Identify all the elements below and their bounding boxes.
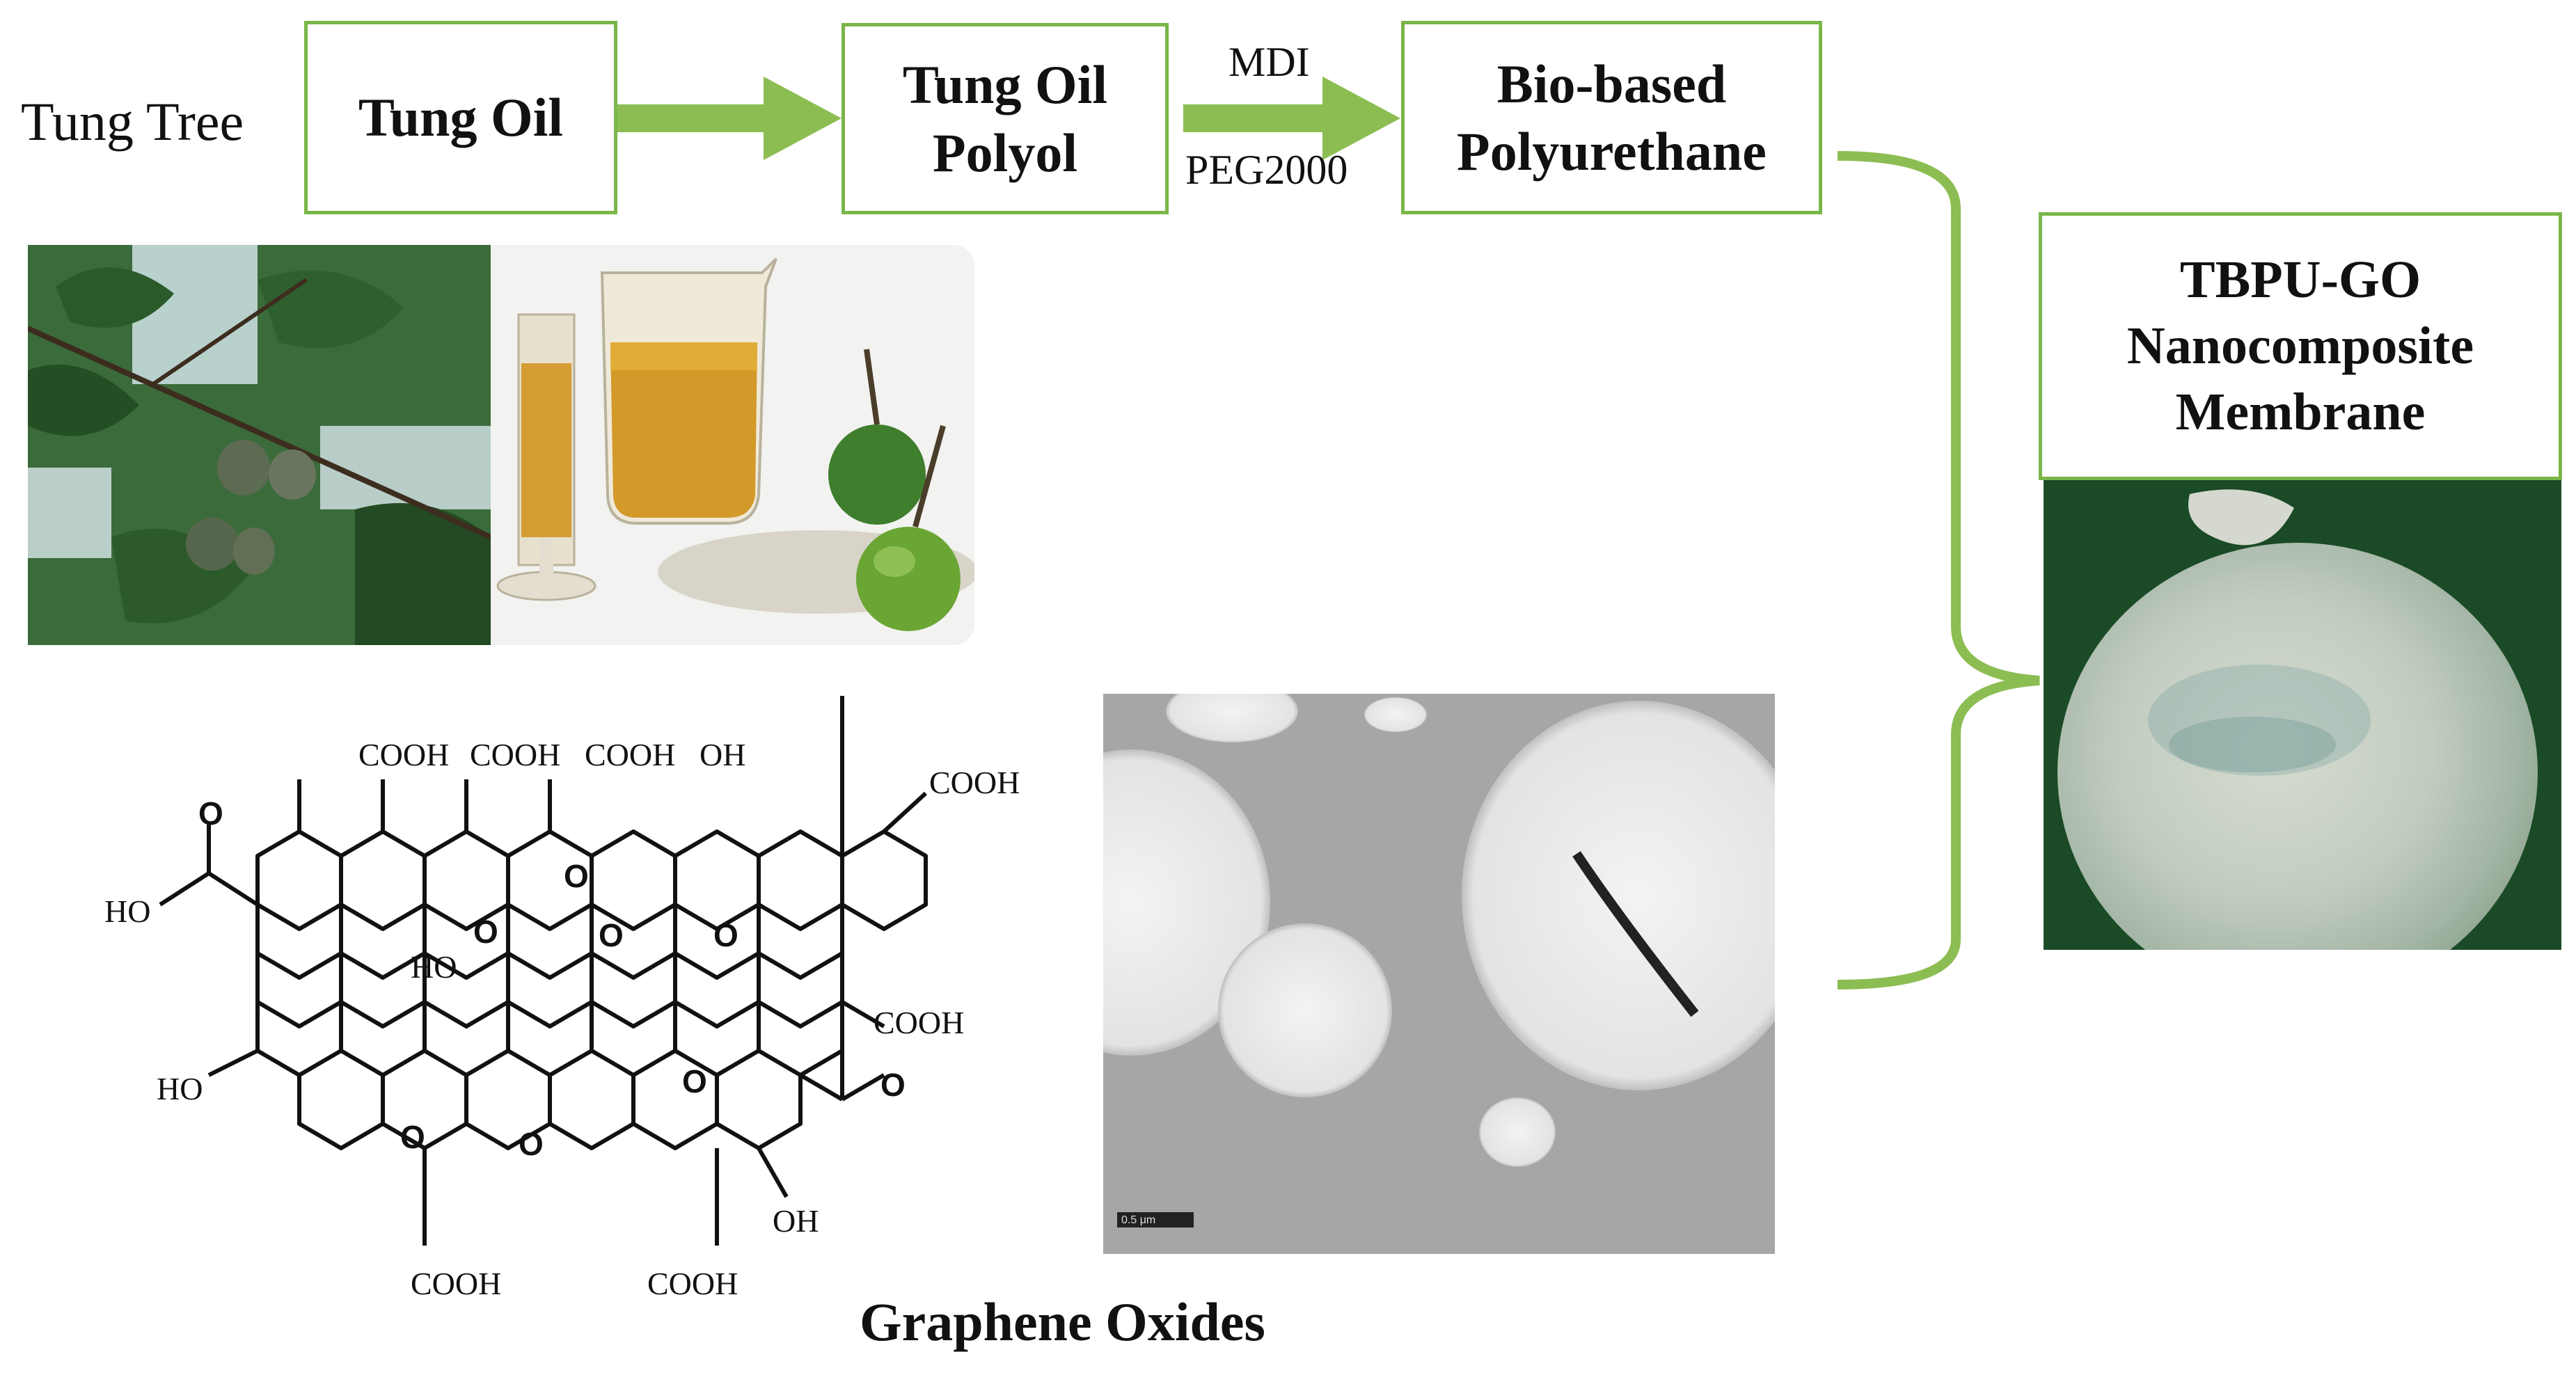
tung-oil-label: Tung Oil bbox=[358, 87, 564, 148]
top-cooh-1: COOH bbox=[358, 737, 449, 772]
epoxide-o-7: O bbox=[682, 1063, 707, 1099]
epoxide-o-5: O bbox=[400, 1119, 425, 1155]
pu-label-line1: Bio-based bbox=[1496, 53, 1727, 114]
polyol-label-line2: Polyol bbox=[933, 122, 1077, 183]
tung-tree-photo bbox=[28, 245, 491, 645]
combine-brace bbox=[1837, 151, 2040, 989]
top-cooh-3: COOH bbox=[585, 737, 675, 772]
ketone-o-right: O bbox=[880, 1067, 906, 1103]
cooh-bottom-1: COOH bbox=[411, 1266, 501, 1301]
tung-oil-polyol-box: Tung Oil Polyol bbox=[841, 23, 1169, 214]
tung-oil-photo bbox=[491, 245, 974, 645]
product-line2: Nanocomposite bbox=[2126, 317, 2474, 375]
epoxide-o-4: O bbox=[713, 917, 738, 953]
ho-center: HO bbox=[411, 949, 457, 985]
pu-label-line2: Polyurethane bbox=[1457, 121, 1767, 182]
epoxide-o-2: O bbox=[473, 914, 498, 950]
tung-oil-box: Tung Oil bbox=[304, 21, 617, 214]
polyol-label-line1: Tung Oil bbox=[902, 54, 1108, 115]
tung-tree-label: Tung Tree bbox=[21, 91, 244, 152]
arrow-oil-to-polyol bbox=[617, 77, 841, 160]
product-line1: TBPU-GO bbox=[2179, 251, 2421, 309]
reagent-mdi: MDI bbox=[1228, 39, 1310, 85]
oh-bottom: OH bbox=[773, 1203, 819, 1239]
graphene-oxides-caption: Graphene Oxides bbox=[860, 1291, 1265, 1352]
tem-scale-bar-label: 0.5 μm bbox=[1121, 1214, 1155, 1226]
arrow-polyol-to-pu bbox=[1183, 77, 1400, 160]
bio-polyurethane-box: Bio-based Polyurethane bbox=[1401, 21, 1822, 214]
cooh-right-mid: COOH bbox=[874, 1005, 964, 1040]
reagent-peg2000: PEG2000 bbox=[1185, 147, 1348, 193]
ho-left-lower: HO bbox=[157, 1071, 203, 1106]
ho-left: HO bbox=[104, 893, 150, 929]
tem-image: 0.5 μm bbox=[1103, 694, 1775, 1254]
cooh-right-top: COOH bbox=[929, 765, 1020, 800]
cooh-bottom-2: COOH bbox=[647, 1266, 738, 1301]
epoxide-o-1: O bbox=[564, 858, 589, 894]
graphene-oxide-structure: O O O O O O O O O COOH COOH COOH OH COOH… bbox=[104, 696, 1020, 1301]
epoxide-o-3: O bbox=[599, 917, 624, 953]
product-line3: Membrane bbox=[2175, 383, 2426, 441]
ketone-o-left: O bbox=[198, 795, 223, 832]
tbpu-go-membrane-box: TBPU-GO Nanocomposite Membrane bbox=[2039, 212, 2562, 480]
top-cooh-2: COOH bbox=[470, 737, 560, 772]
membrane-photo bbox=[2044, 480, 2561, 950]
epoxide-o-6: O bbox=[519, 1126, 544, 1162]
top-oh: OH bbox=[700, 737, 745, 772]
